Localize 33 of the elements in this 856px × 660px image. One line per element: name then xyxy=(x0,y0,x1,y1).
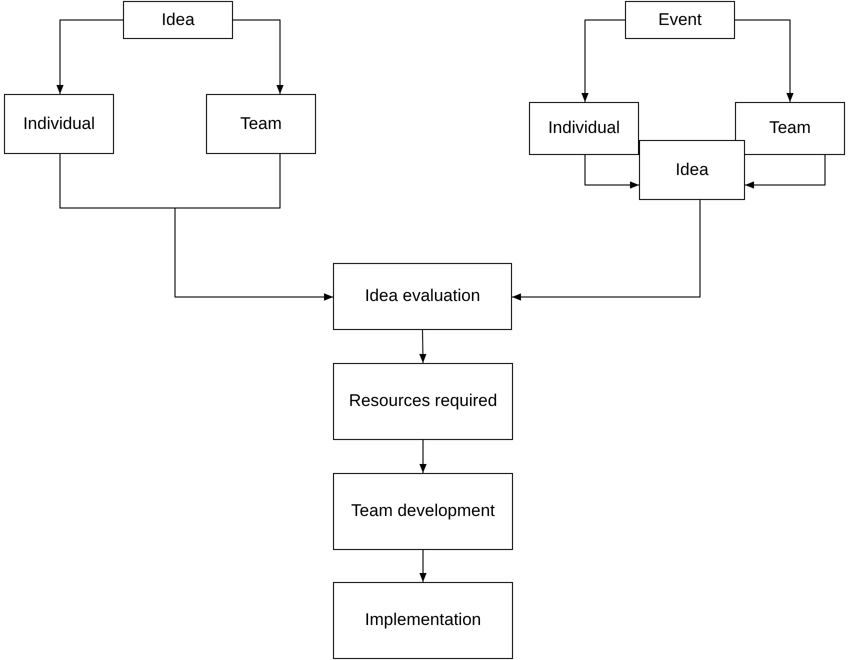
process-box xyxy=(333,363,513,440)
box-label: Implementation xyxy=(364,609,482,632)
arrow xyxy=(419,440,427,474)
arrow xyxy=(744,154,826,189)
box-label: Idea xyxy=(161,8,195,31)
process-box xyxy=(333,473,513,550)
arrow xyxy=(419,550,427,582)
process-box xyxy=(529,102,639,155)
box-label: Team xyxy=(769,117,811,140)
process-box xyxy=(123,1,233,39)
process-box xyxy=(4,94,114,154)
arrow xyxy=(56,20,124,94)
process-box xyxy=(333,263,512,330)
box-label: Team development xyxy=(351,500,495,522)
box-label: Individual xyxy=(548,117,620,140)
arrow xyxy=(419,330,426,364)
process-box xyxy=(639,140,745,200)
arrow xyxy=(734,20,794,102)
box-label: Resources required xyxy=(348,390,498,412)
arrow xyxy=(581,20,626,102)
process-box xyxy=(206,94,316,154)
arrow xyxy=(512,200,700,301)
process-box xyxy=(333,582,513,659)
box-label: Idea xyxy=(675,158,709,181)
arrow xyxy=(174,154,334,301)
box-label: Individual xyxy=(23,112,95,135)
box-label: Idea evaluation xyxy=(364,285,480,308)
box-label: Team xyxy=(240,112,282,135)
process-box xyxy=(625,1,735,39)
arrow xyxy=(584,154,640,189)
box-label: Event xyxy=(658,8,702,31)
process-box xyxy=(735,102,845,155)
arrow xyxy=(232,20,284,94)
